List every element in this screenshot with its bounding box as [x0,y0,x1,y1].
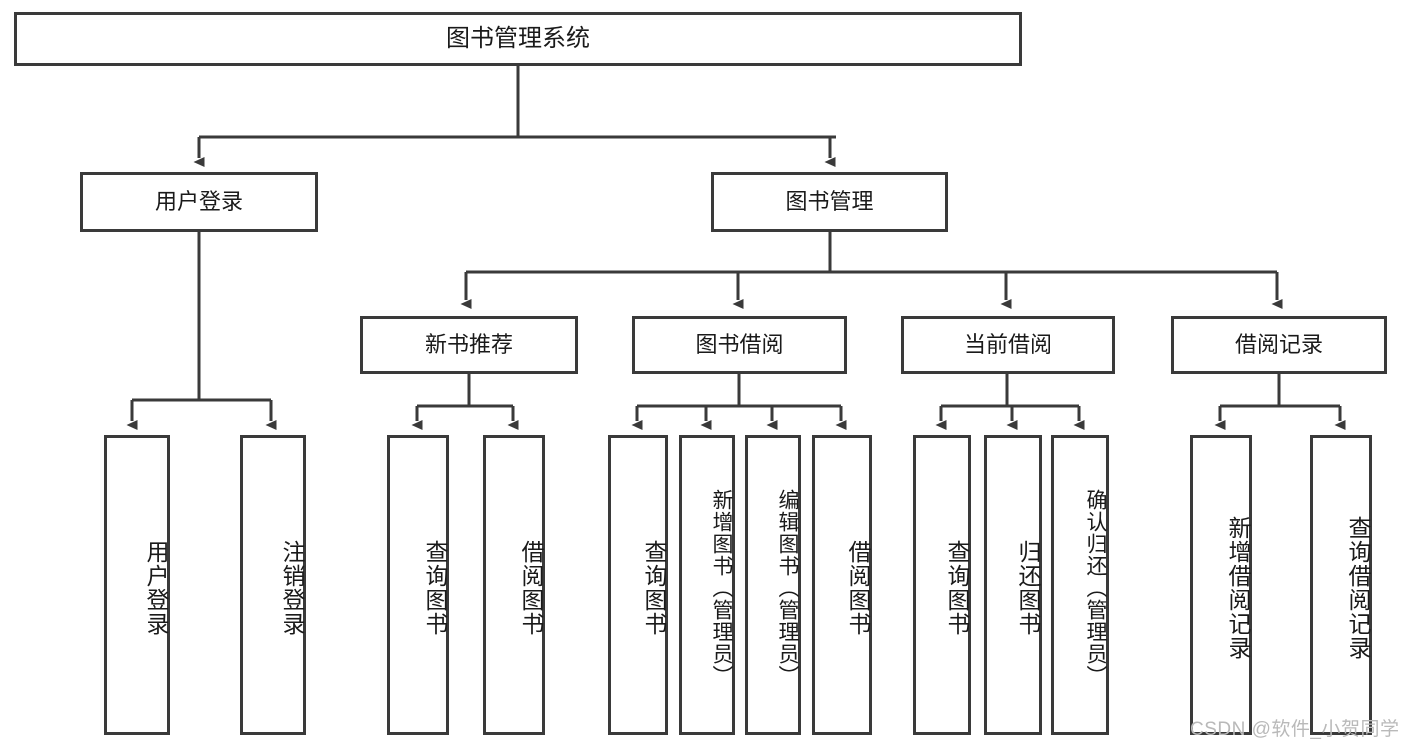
node-root-label: 图书管理系统 [446,24,590,52]
leaf-confirm-return-admin-label: 确认归还（管理员） [1084,489,1107,687]
node-new-book-recommend[interactable]: 新书推荐 [360,316,578,374]
node-borrow-record-label: 借阅记录 [1234,331,1323,357]
leaf-user-login[interactable]: 用户登录 [104,435,170,735]
leaf-add-borrow-record-label: 新增借阅记录 [1225,516,1251,660]
leaf-edit-book-admin[interactable]: 编辑图书（管理员） [745,435,801,735]
leaf-edit-book-admin-label: 编辑图书（管理员） [776,489,799,687]
node-user-login-label: 用户登录 [154,188,243,214]
node-book-management[interactable]: 图书管理 [711,172,948,232]
leaf-query-book-recommend-label: 查询图书 [422,540,448,636]
watermark: CSDN @软件_小贺同学 [1190,719,1400,740]
leaf-add-book-admin[interactable]: 新增图书（管理员） [679,435,735,735]
leaf-query-borrow-record[interactable]: 查询借阅记录 [1310,435,1372,735]
node-borrow-record[interactable]: 借阅记录 [1171,316,1387,374]
leaf-query-borrow-record-label: 查询借阅记录 [1345,516,1371,660]
leaf-query-book-current-label: 查询图书 [944,540,970,636]
leaf-return-book-label: 归还图书 [1015,540,1041,636]
leaf-borrow-book-recommend[interactable]: 借阅图书 [483,435,545,735]
leaf-query-book-recommend[interactable]: 查询图书 [387,435,449,735]
node-root[interactable]: 图书管理系统 [14,12,1022,66]
leaf-borrow-book-recommend-label: 借阅图书 [518,540,544,636]
node-book-management-label: 图书管理 [785,188,874,214]
leaf-query-book-borrow-label: 查询图书 [641,540,667,636]
leaf-logout[interactable]: 注销登录 [240,435,306,735]
leaf-logout-label: 注销登录 [279,540,305,636]
leaf-query-book-borrow[interactable]: 查询图书 [608,435,668,735]
node-current-borrow-label: 当前借阅 [963,331,1052,357]
leaf-add-borrow-record[interactable]: 新增借阅记录 [1190,435,1252,735]
node-current-borrow[interactable]: 当前借阅 [901,316,1115,374]
leaf-user-login-label: 用户登录 [143,540,169,636]
node-book-borrow[interactable]: 图书借阅 [632,316,847,374]
leaf-return-book[interactable]: 归还图书 [984,435,1042,735]
leaf-confirm-return-admin[interactable]: 确认归还（管理员） [1051,435,1109,735]
node-new-book-recommend-label: 新书推荐 [424,331,513,357]
node-user-login[interactable]: 用户登录 [80,172,318,232]
leaf-query-book-current[interactable]: 查询图书 [913,435,971,735]
leaf-add-book-admin-label: 新增图书（管理员） [710,489,733,687]
leaf-borrow-book[interactable]: 借阅图书 [812,435,872,735]
leaf-borrow-book-label: 借阅图书 [845,540,871,636]
node-book-borrow-label: 图书借阅 [695,331,784,357]
